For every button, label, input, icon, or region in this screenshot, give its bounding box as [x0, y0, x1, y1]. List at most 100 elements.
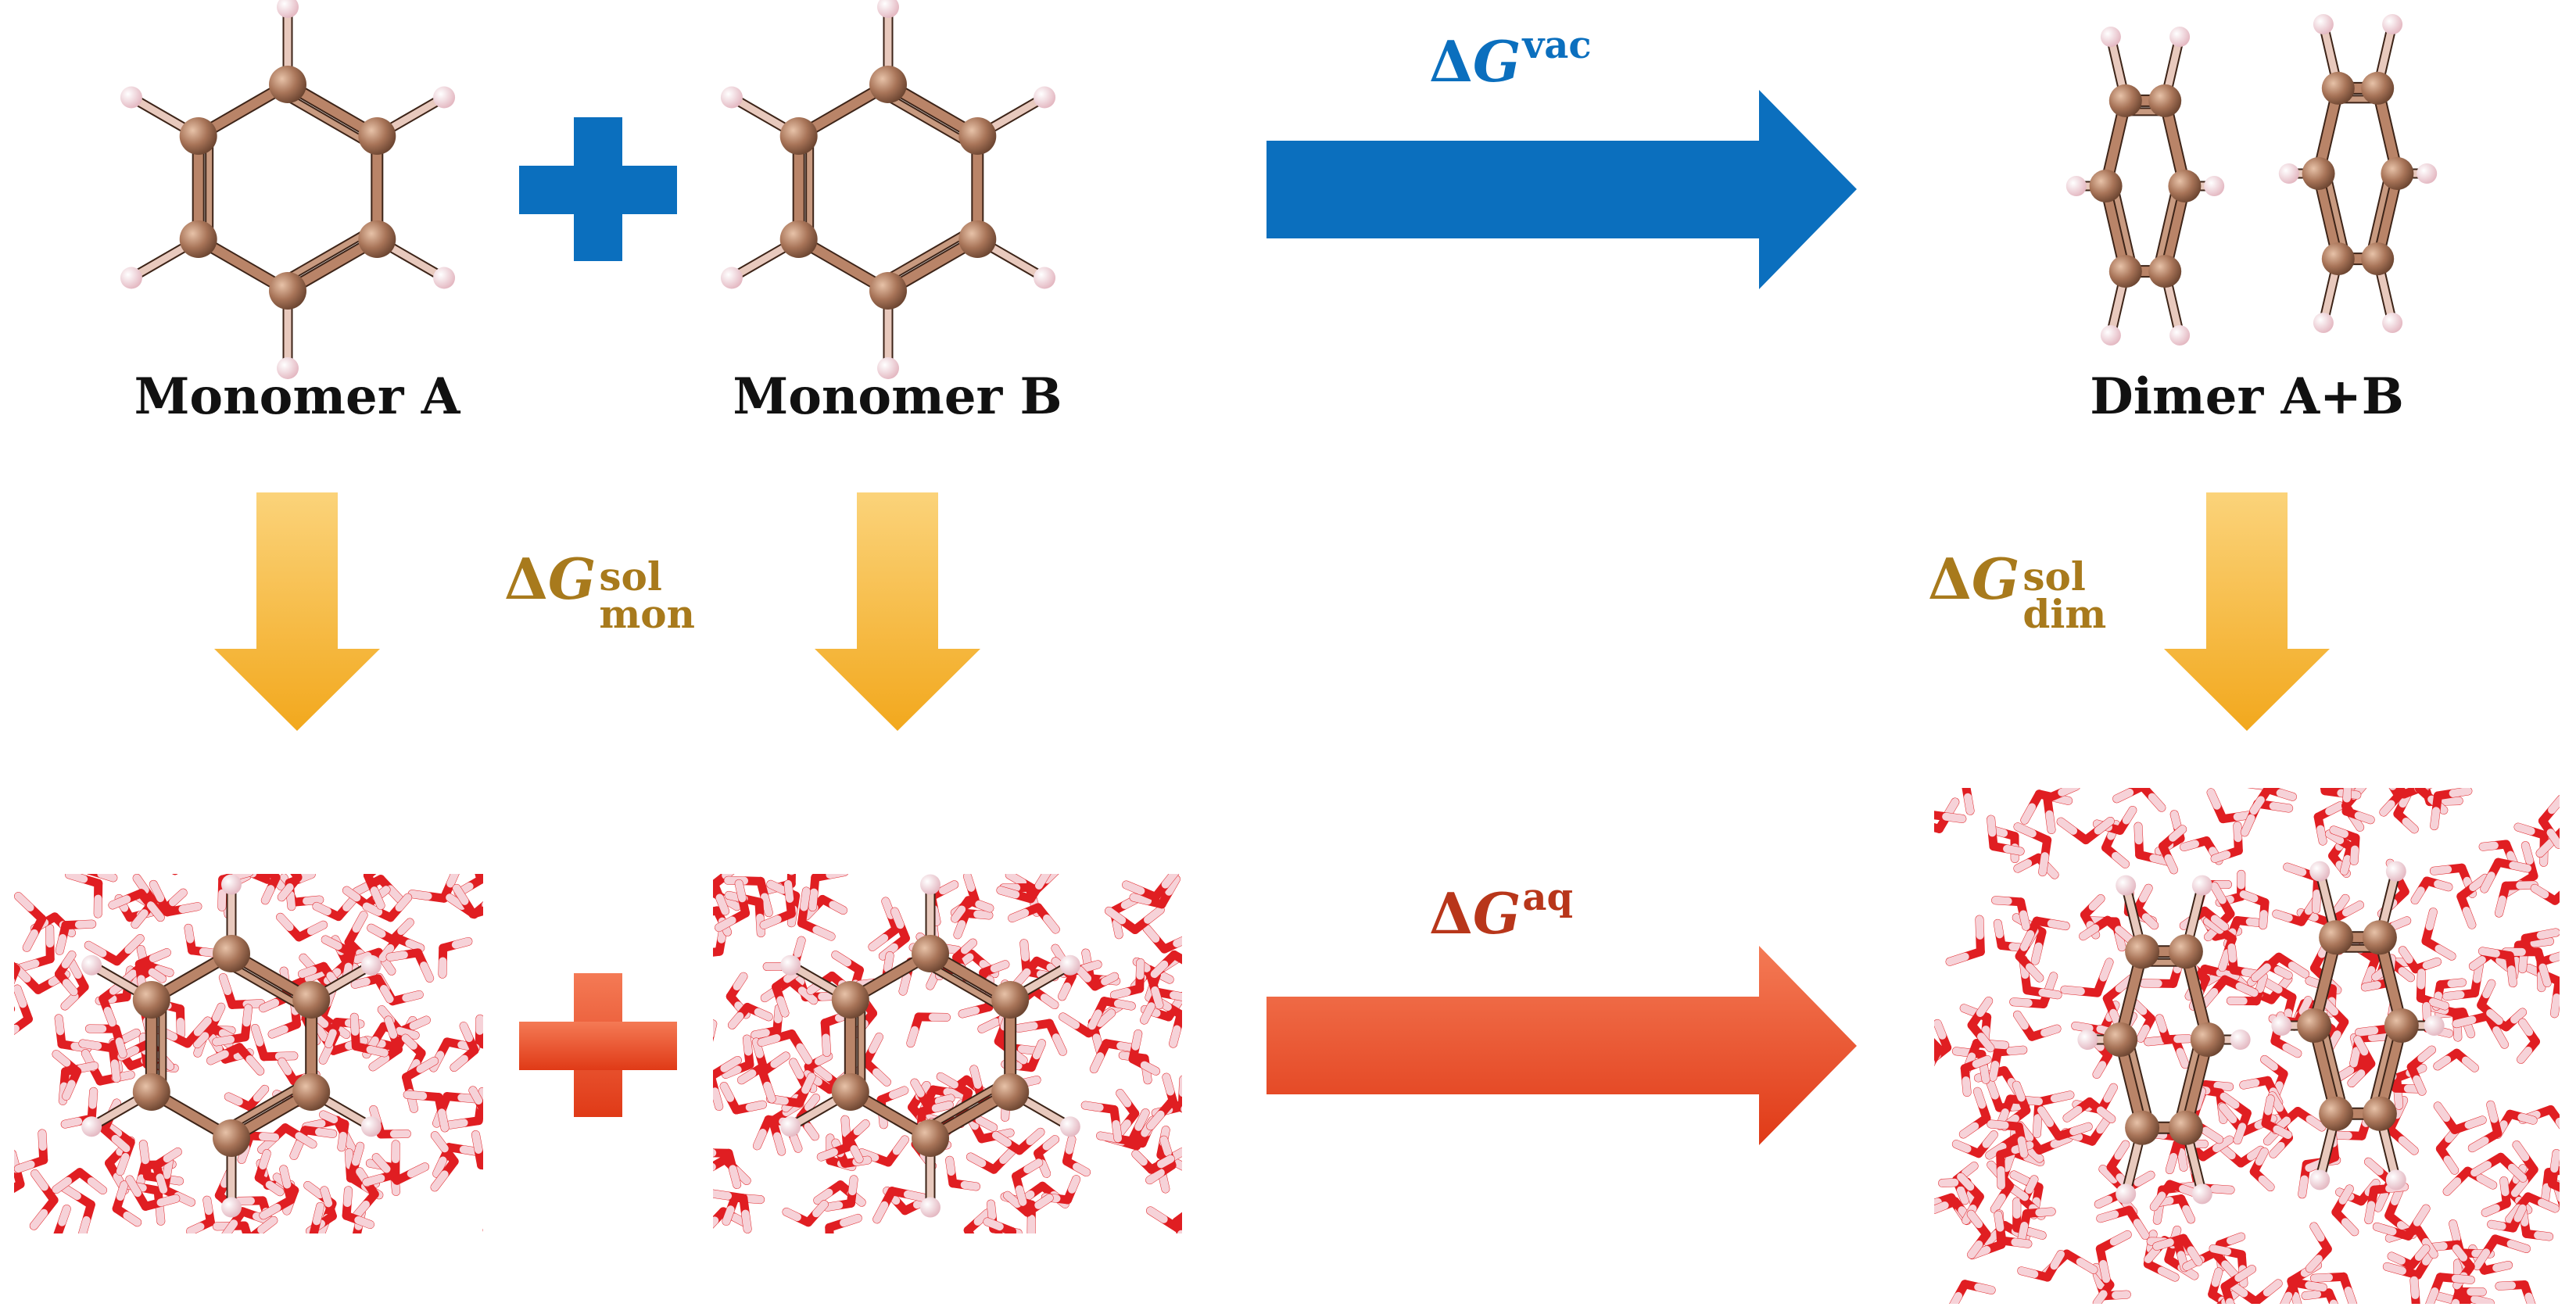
- water-molecule: [2372, 1204, 2431, 1241]
- carbon-atom: [2103, 1022, 2138, 1057]
- water-molecule: [2301, 1288, 2339, 1304]
- water-molecule: [259, 1165, 296, 1220]
- water-molecule: [2199, 975, 2259, 1009]
- carbon-atom: [269, 66, 306, 103]
- hydrogen-atom: [2313, 14, 2334, 35]
- water-molecule: [2239, 890, 2270, 930]
- water-molecule: [152, 1148, 182, 1194]
- water-molecule: [84, 1024, 127, 1058]
- water-molecule: [149, 879, 202, 917]
- hydrogen-atom: [360, 1116, 382, 1137]
- carbon-atom: [2190, 1022, 2225, 1057]
- water-molecule: [2470, 1152, 2528, 1183]
- hydrogen-atom: [2077, 1029, 2098, 1050]
- solvation-arrow-monomer-a: [214, 492, 380, 731]
- water-molecule: [2227, 1279, 2283, 1304]
- aqueous-arrow: [1267, 946, 1857, 1145]
- water-molecule: [2154, 1194, 2195, 1224]
- water-molecule: [713, 1155, 751, 1185]
- water-molecule: [844, 1119, 870, 1164]
- water-molecule: [87, 874, 118, 883]
- water-molecule: [2043, 788, 2080, 835]
- water-molecule: [1172, 1212, 1182, 1233]
- water-molecule: [2493, 1109, 2538, 1139]
- water-molecule: [29, 1169, 59, 1230]
- carbon-atom: [213, 1119, 250, 1157]
- water-molecule: [53, 1205, 71, 1233]
- water-molecule: [2433, 1048, 2479, 1072]
- water-molecule: [2013, 1010, 2062, 1041]
- carbon-atom: [2168, 1110, 2203, 1145]
- water-molecule: [2409, 1276, 2420, 1304]
- water-molecule: [342, 1186, 374, 1230]
- water-molecule: [475, 1014, 483, 1049]
- water-molecule: [2398, 946, 2442, 974]
- water-molecule: [2249, 788, 2297, 815]
- water-molecule: [1080, 1101, 1123, 1143]
- hydrogen-atom: [1034, 267, 1056, 289]
- monomer-a-label: Monomer A: [134, 367, 460, 426]
- carbon-atom: [958, 117, 997, 155]
- water-molecule: [2347, 1035, 2376, 1088]
- solvation-arrow-dimer: [2164, 492, 2330, 731]
- carbon-atom: [2319, 920, 2354, 955]
- water-molecule: [1012, 1158, 1044, 1207]
- water-molecule: [1115, 1089, 1140, 1138]
- carbon-atom: [213, 935, 250, 972]
- water-molecule: [2495, 1280, 2536, 1304]
- hydrogen-atom: [2100, 27, 2121, 48]
- water-molecule: [758, 1051, 790, 1104]
- carbon-atom: [2297, 1008, 2332, 1043]
- water-molecule: [1128, 1029, 1160, 1076]
- water-molecule: [468, 1086, 483, 1115]
- water-molecule: [84, 934, 145, 966]
- water-molecule: [2495, 880, 2538, 918]
- water-molecule: [319, 1110, 349, 1152]
- water-molecule: [2452, 1011, 2510, 1049]
- water-molecule: [991, 1127, 1045, 1155]
- water-molecule: [14, 984, 33, 1036]
- water-molecule: [2467, 1100, 2503, 1153]
- water-molecule: [2013, 822, 2052, 877]
- carbon-atom: [779, 220, 818, 258]
- water-molecule: [2442, 961, 2484, 1001]
- water-molecule: [872, 1187, 928, 1224]
- delta-g-vac-label: ΔGvac: [1429, 23, 1592, 95]
- water-molecule: [760, 976, 819, 1005]
- dim-subscript: dim: [2022, 590, 2107, 637]
- water-molecule: [2149, 1180, 2201, 1212]
- water-molecule: [371, 1153, 430, 1185]
- water-molecule: [2249, 1147, 2275, 1192]
- hydrogen-atom: [2385, 861, 2406, 882]
- water-molecule: [2410, 876, 2453, 904]
- delta-symbol: Δ: [1429, 880, 1473, 947]
- carbon-atom: [2168, 170, 2202, 202]
- delta-g-aq-label: ΔGaq: [1429, 875, 1573, 947]
- water-molecule: [736, 1037, 768, 1085]
- water-molecule: [184, 923, 219, 958]
- water-molecule: [868, 897, 901, 951]
- vac-superscript: vac: [1522, 23, 1592, 67]
- water-molecule: [2456, 873, 2490, 929]
- water-molecule: [385, 948, 435, 983]
- hydrogen-atom: [2309, 861, 2331, 882]
- water-molecule: [1034, 1135, 1059, 1178]
- water-molecule: [2538, 795, 2560, 849]
- water-molecule: [1994, 1210, 2033, 1248]
- hydrogen-atom: [1034, 86, 1056, 109]
- water-molecule: [2095, 1230, 2132, 1284]
- water-molecule: [52, 1050, 82, 1101]
- water-molecule: [59, 1183, 95, 1233]
- water-molecule: [719, 1082, 767, 1115]
- water-molecule: [430, 1131, 459, 1192]
- carbon-atom: [358, 117, 396, 155]
- water-molecule: [2481, 1176, 2511, 1217]
- carbon-atom: [2321, 242, 2355, 276]
- water-molecule: [2518, 1207, 2554, 1241]
- monomer-b-label: Monomer B: [733, 367, 1062, 426]
- solvated-monomer-b: [713, 874, 1182, 1233]
- hydrogen-atom: [2116, 1183, 2137, 1205]
- water-molecule: [260, 874, 281, 905]
- plus-icon-aqueous: [519, 973, 677, 1117]
- carbon-atom: [912, 1119, 949, 1157]
